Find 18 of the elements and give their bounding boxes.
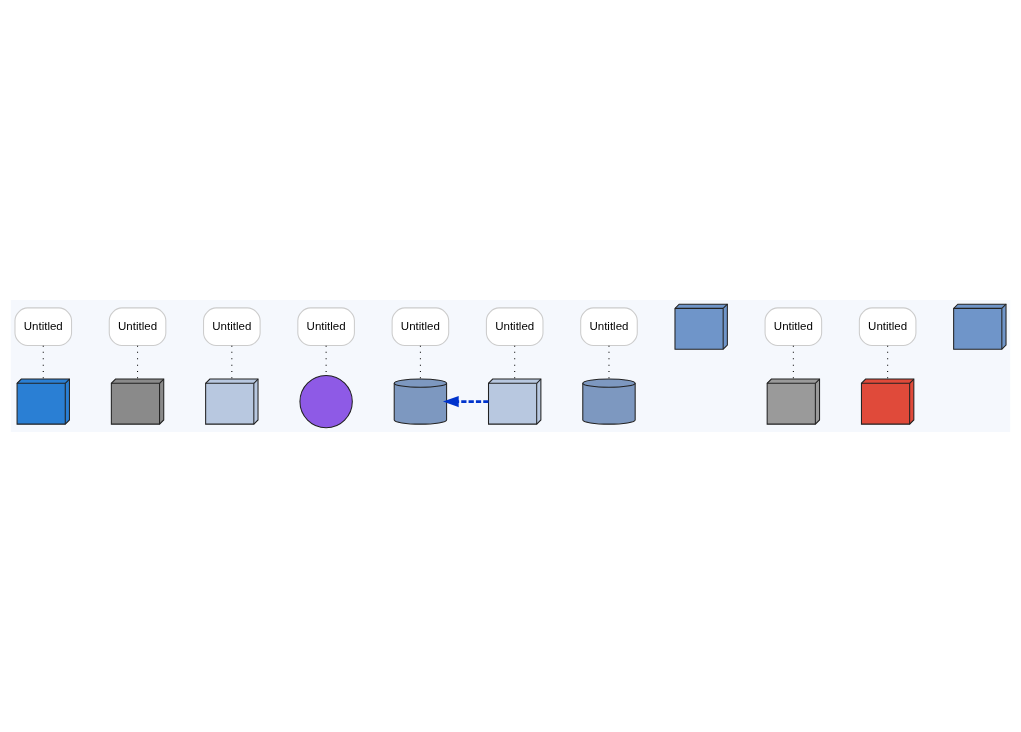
connector <box>887 345 889 380</box>
connector <box>42 345 44 380</box>
node-box: Untitled <box>297 307 355 347</box>
node-box: Untitled <box>580 307 638 347</box>
node-box: Untitled <box>391 307 450 347</box>
connector <box>419 345 421 380</box>
node-box: Untitled <box>14 307 73 347</box>
node-box: Untitled <box>485 307 544 347</box>
node-box: Untitled <box>203 307 261 347</box>
node-box: Untitled <box>764 307 823 347</box>
connector <box>514 345 516 380</box>
connector <box>137 345 139 380</box>
node-circle <box>299 374 353 429</box>
connector <box>231 345 233 380</box>
node-box: Untitled <box>108 307 167 347</box>
arrow <box>442 396 489 408</box>
node-box: Untitled <box>858 307 917 347</box>
connector <box>792 345 794 380</box>
